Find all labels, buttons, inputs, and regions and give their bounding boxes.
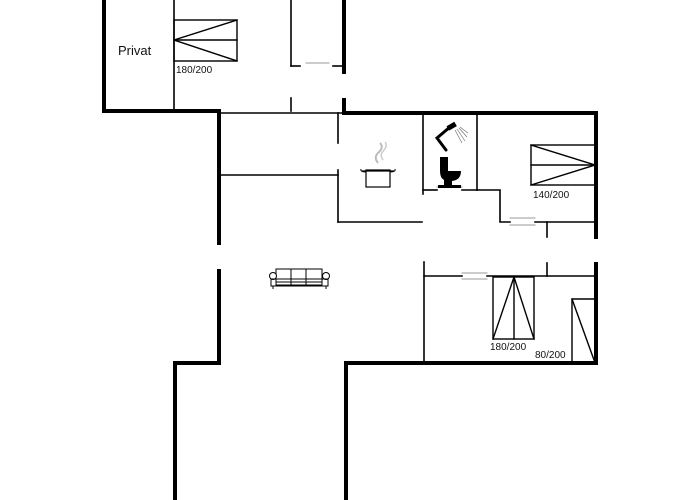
bed-size-label: 180/200	[176, 65, 213, 76]
bed-size-label: 180/200	[490, 342, 527, 353]
windows	[305, 62, 536, 280]
sofa-icon	[269, 268, 330, 289]
bed-1-shape	[173, 19, 238, 62]
bed-size-label: 80/200	[535, 350, 566, 361]
bed-4-shape	[571, 298, 595, 363]
shower-icon	[434, 121, 469, 152]
interior-walls	[173, 0, 597, 363]
bed-2-shape	[530, 144, 596, 186]
room-label-privat: Privat	[118, 43, 152, 58]
outer-walls	[102, 0, 598, 500]
cooking-pot-icon	[360, 141, 396, 188]
bed-size-label: 140/200	[533, 190, 570, 201]
toilet-icon	[438, 157, 461, 188]
bed-3-shape	[492, 276, 535, 340]
